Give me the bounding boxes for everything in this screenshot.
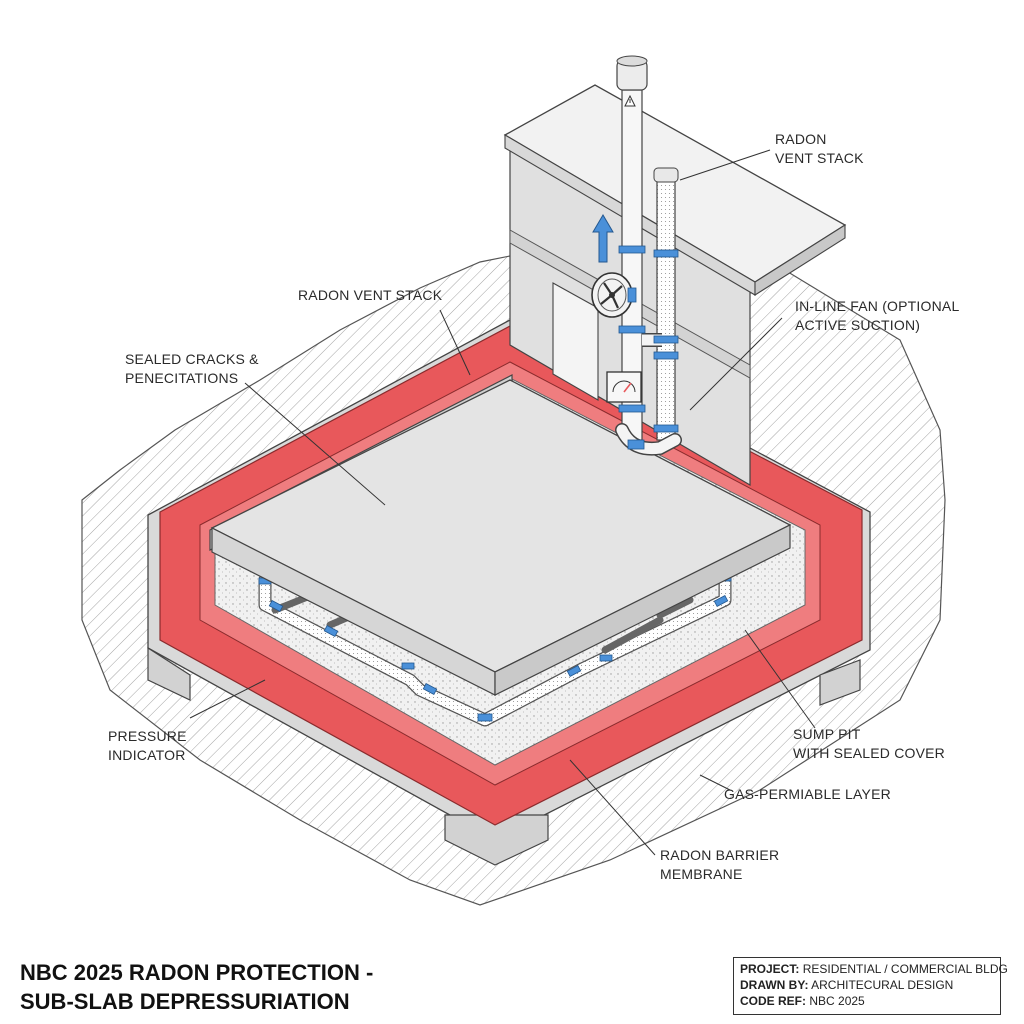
- label-sealed-cracks: SEALED CRACKS &PENECITATIONS: [125, 351, 259, 386]
- leader-lines: [189, 149, 816, 856]
- gauge-icon: [606, 371, 642, 403]
- title-block: PROJECT: RESIDENTIAL / COMMERCIAL BLDG D…: [733, 957, 1008, 1015]
- label-gas-permeable-layer: GAS-PERMIABLE LAYER: [724, 786, 891, 802]
- up-arrow-icon: [592, 214, 614, 263]
- radon-vent-stack: [615, 55, 682, 456]
- drawing-title: NBC 2025 RADON PROTECTION -SUB-SLAB DEPR…: [20, 960, 374, 1014]
- label-radon-vent-stack-slab: RADON VENT STACK: [298, 287, 443, 303]
- title-block-project: PROJECT: RESIDENTIAL / COMMERCIAL BLDG: [740, 962, 1008, 976]
- title-block-code-ref: CODE REF: NBC 2025: [740, 994, 865, 1008]
- fan-icon: [591, 272, 637, 318]
- title-block-drawn-by: DRAWN BY: ARCHITECURAL DESIGN: [740, 978, 954, 992]
- warning-icon: [624, 94, 636, 107]
